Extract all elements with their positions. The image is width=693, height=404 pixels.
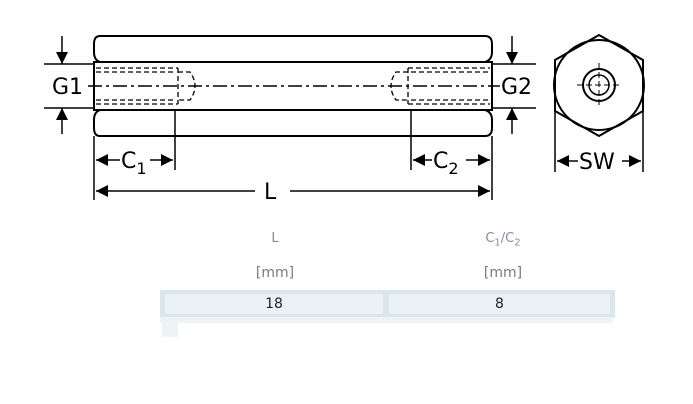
end-view-center-marks [577,63,621,107]
header-c1-c2: C1/C2 [485,231,521,249]
l-label: L [264,180,277,205]
technical-drawing: G1 G2 C1 C2 L [44,33,645,205]
sw-dimension [554,111,644,172]
header-l: L [271,231,279,246]
g1-label: G1 [52,75,83,100]
g2-label: G2 [501,75,532,100]
g2-dimension [492,36,536,134]
thread-left [96,67,196,105]
sw-label: SW [579,150,615,175]
g1-dimension [44,36,94,134]
c1-dimension [93,110,176,170]
cell-c-value: 8 [389,294,610,314]
cell-l-value: 18 [165,294,383,314]
c2-label: C2 [433,149,459,178]
table-footer-strip [160,317,613,323]
c2-dimension [410,110,493,170]
l-dimension [93,170,493,200]
table-row: 18 8 [160,290,615,318]
unit-l: [mm] [255,265,295,281]
unit-c1-c2: [mm] [483,265,523,281]
table-corner-block [162,323,178,337]
thread-right [390,67,490,105]
c1-label: C1 [121,149,147,178]
